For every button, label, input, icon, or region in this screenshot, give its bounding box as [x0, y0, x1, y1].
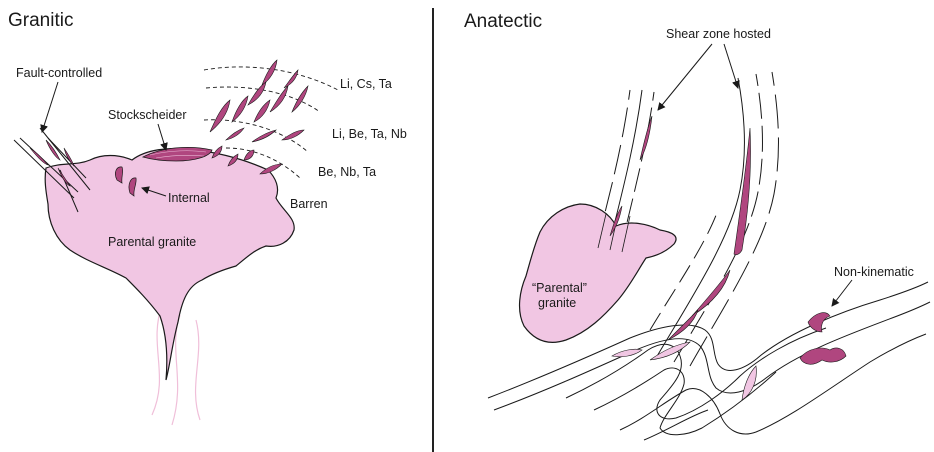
- label-parental-granite: Parental granite: [108, 235, 196, 249]
- label-zone-be-nb-ta: Be, Nb, Ta: [318, 165, 376, 179]
- parental-granite-blob: [520, 204, 677, 342]
- anatectic-panel: Anatectic: [464, 11, 930, 440]
- label-shear-zone-hosted: Shear zone hosted: [666, 27, 771, 41]
- granitic-title: Granitic: [8, 10, 73, 31]
- label-parental-line2: granite: [538, 296, 576, 310]
- label-zone-li-be-ta-nb: Li, Be, Ta, Nb: [332, 127, 407, 141]
- right-leader-arrows: [658, 44, 852, 306]
- label-non-kinematic: Non-kinematic: [834, 265, 914, 279]
- label-internal: Internal: [168, 191, 210, 205]
- label-zone-li-cs-ta: Li, Cs, Ta: [340, 77, 392, 91]
- label-stockscheider: Stockscheider: [108, 108, 187, 122]
- anatectic-title: Anatectic: [464, 11, 542, 32]
- label-parental-line1: “Parental”: [532, 281, 587, 295]
- granitic-panel: Granitic: [8, 10, 407, 425]
- label-fault-controlled: Fault-controlled: [16, 66, 102, 80]
- label-barren: Barren: [290, 197, 328, 211]
- parental-granite-body: [45, 148, 294, 380]
